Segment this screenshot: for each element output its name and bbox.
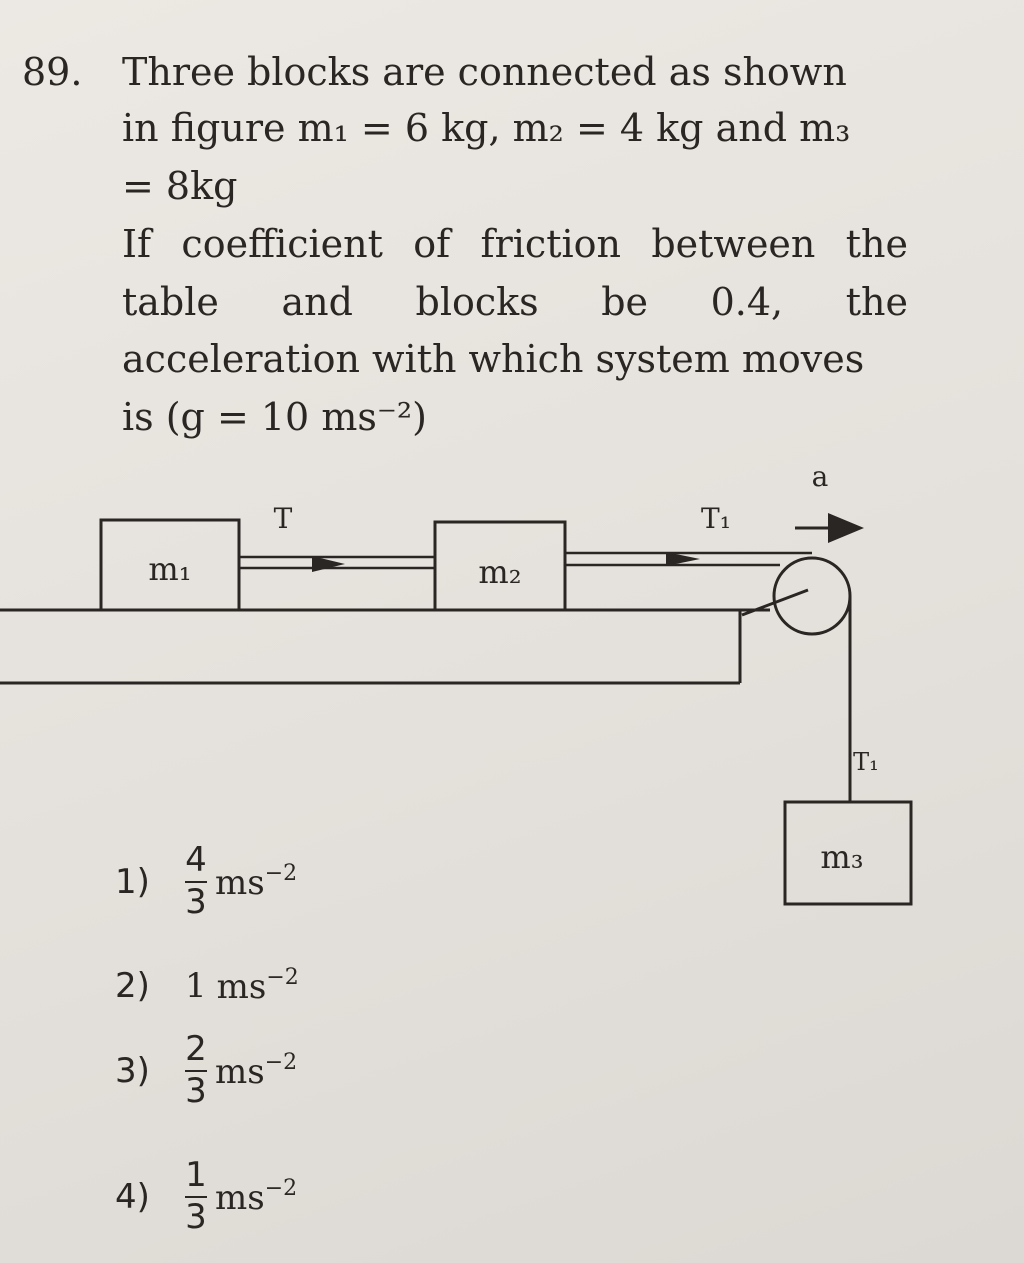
- label-T: T: [274, 502, 293, 535]
- question-line-3: = 8kg: [122, 164, 238, 208]
- word: the: [845, 222, 908, 266]
- exponent: −2: [266, 965, 299, 990]
- unit: ms−2: [215, 1049, 298, 1092]
- option-number: 4): [115, 1176, 150, 1217]
- option-3[interactable]: 3) 2 3 ms−2: [115, 1029, 298, 1111]
- question-line-4: If coefficient of friction between the: [122, 222, 908, 266]
- denominator: 3: [185, 1070, 207, 1111]
- word: be: [601, 280, 649, 324]
- numerator: 1: [185, 1155, 207, 1195]
- question-line-6: acceleration with which system moves: [122, 337, 865, 381]
- denominator: 3: [185, 881, 207, 922]
- word: coefficient: [181, 222, 383, 266]
- label-T1-side: T₁: [853, 748, 879, 776]
- tension-arrow-T1: [666, 552, 700, 566]
- exponent: −2: [264, 1175, 298, 1201]
- fraction-bar: [185, 1195, 207, 1198]
- fraction-bar: [185, 880, 207, 883]
- question-line-1: Three blocks are connected as shown: [122, 50, 847, 94]
- label-m1: m₁: [148, 550, 191, 588]
- fraction: 4 3: [185, 840, 207, 922]
- table: [0, 608, 770, 685]
- label-m2: m₂: [478, 553, 521, 591]
- word: of: [413, 222, 451, 266]
- label-a: a: [812, 460, 829, 493]
- option-value: 1: [185, 966, 207, 1006]
- numerator: 2: [185, 1029, 207, 1069]
- pulley: [741, 556, 852, 636]
- fraction-bar: [185, 1069, 207, 1072]
- block-m1: [99, 518, 241, 612]
- question-line-5: table and blocks be 0.4, the: [122, 280, 908, 324]
- word: between: [651, 222, 816, 266]
- exponent: −2: [264, 1049, 298, 1075]
- option-number: 1): [115, 861, 150, 902]
- string-m2-pulley: [565, 551, 812, 567]
- question-line-2: in figure m₁ = 6 kg, m₂ = 4 kg and m₃: [122, 106, 851, 150]
- fraction: 1 3: [185, 1155, 207, 1237]
- pulley-clamp: [741, 588, 809, 617]
- question-number: 89.: [22, 50, 83, 94]
- unit: ms−2: [215, 860, 298, 903]
- exponent: −2: [264, 860, 298, 886]
- word: 0.4,: [710, 280, 784, 324]
- label-m3: m₃: [820, 838, 863, 876]
- denominator: 3: [185, 1196, 207, 1237]
- unit: ms−2: [215, 1175, 298, 1218]
- word: the: [845, 280, 908, 324]
- unit: ms−2: [216, 965, 299, 1007]
- word: friction: [480, 222, 621, 266]
- word: If: [122, 222, 152, 266]
- option-number: 2): [115, 966, 150, 1006]
- block-m3: [783, 800, 913, 906]
- word: table: [122, 280, 219, 324]
- question-line-7: is (g = 10 ms⁻²): [122, 395, 427, 439]
- option-4[interactable]: 4) 1 3 ms−2: [115, 1155, 298, 1237]
- pulley-wheel: [772, 556, 852, 636]
- word: blocks: [415, 280, 539, 324]
- string-m1-m2: [239, 555, 435, 570]
- option-1[interactable]: 1) 4 3 ms−2: [115, 840, 298, 922]
- label-T1-top: T₁: [701, 502, 731, 535]
- tension-arrow-T: [312, 556, 345, 572]
- numerator: 4: [185, 840, 207, 880]
- option-number: 3): [115, 1050, 150, 1091]
- fraction: 2 3: [185, 1029, 207, 1111]
- word: and: [281, 280, 353, 324]
- option-2[interactable]: 2) 1 ms−2: [115, 965, 299, 1007]
